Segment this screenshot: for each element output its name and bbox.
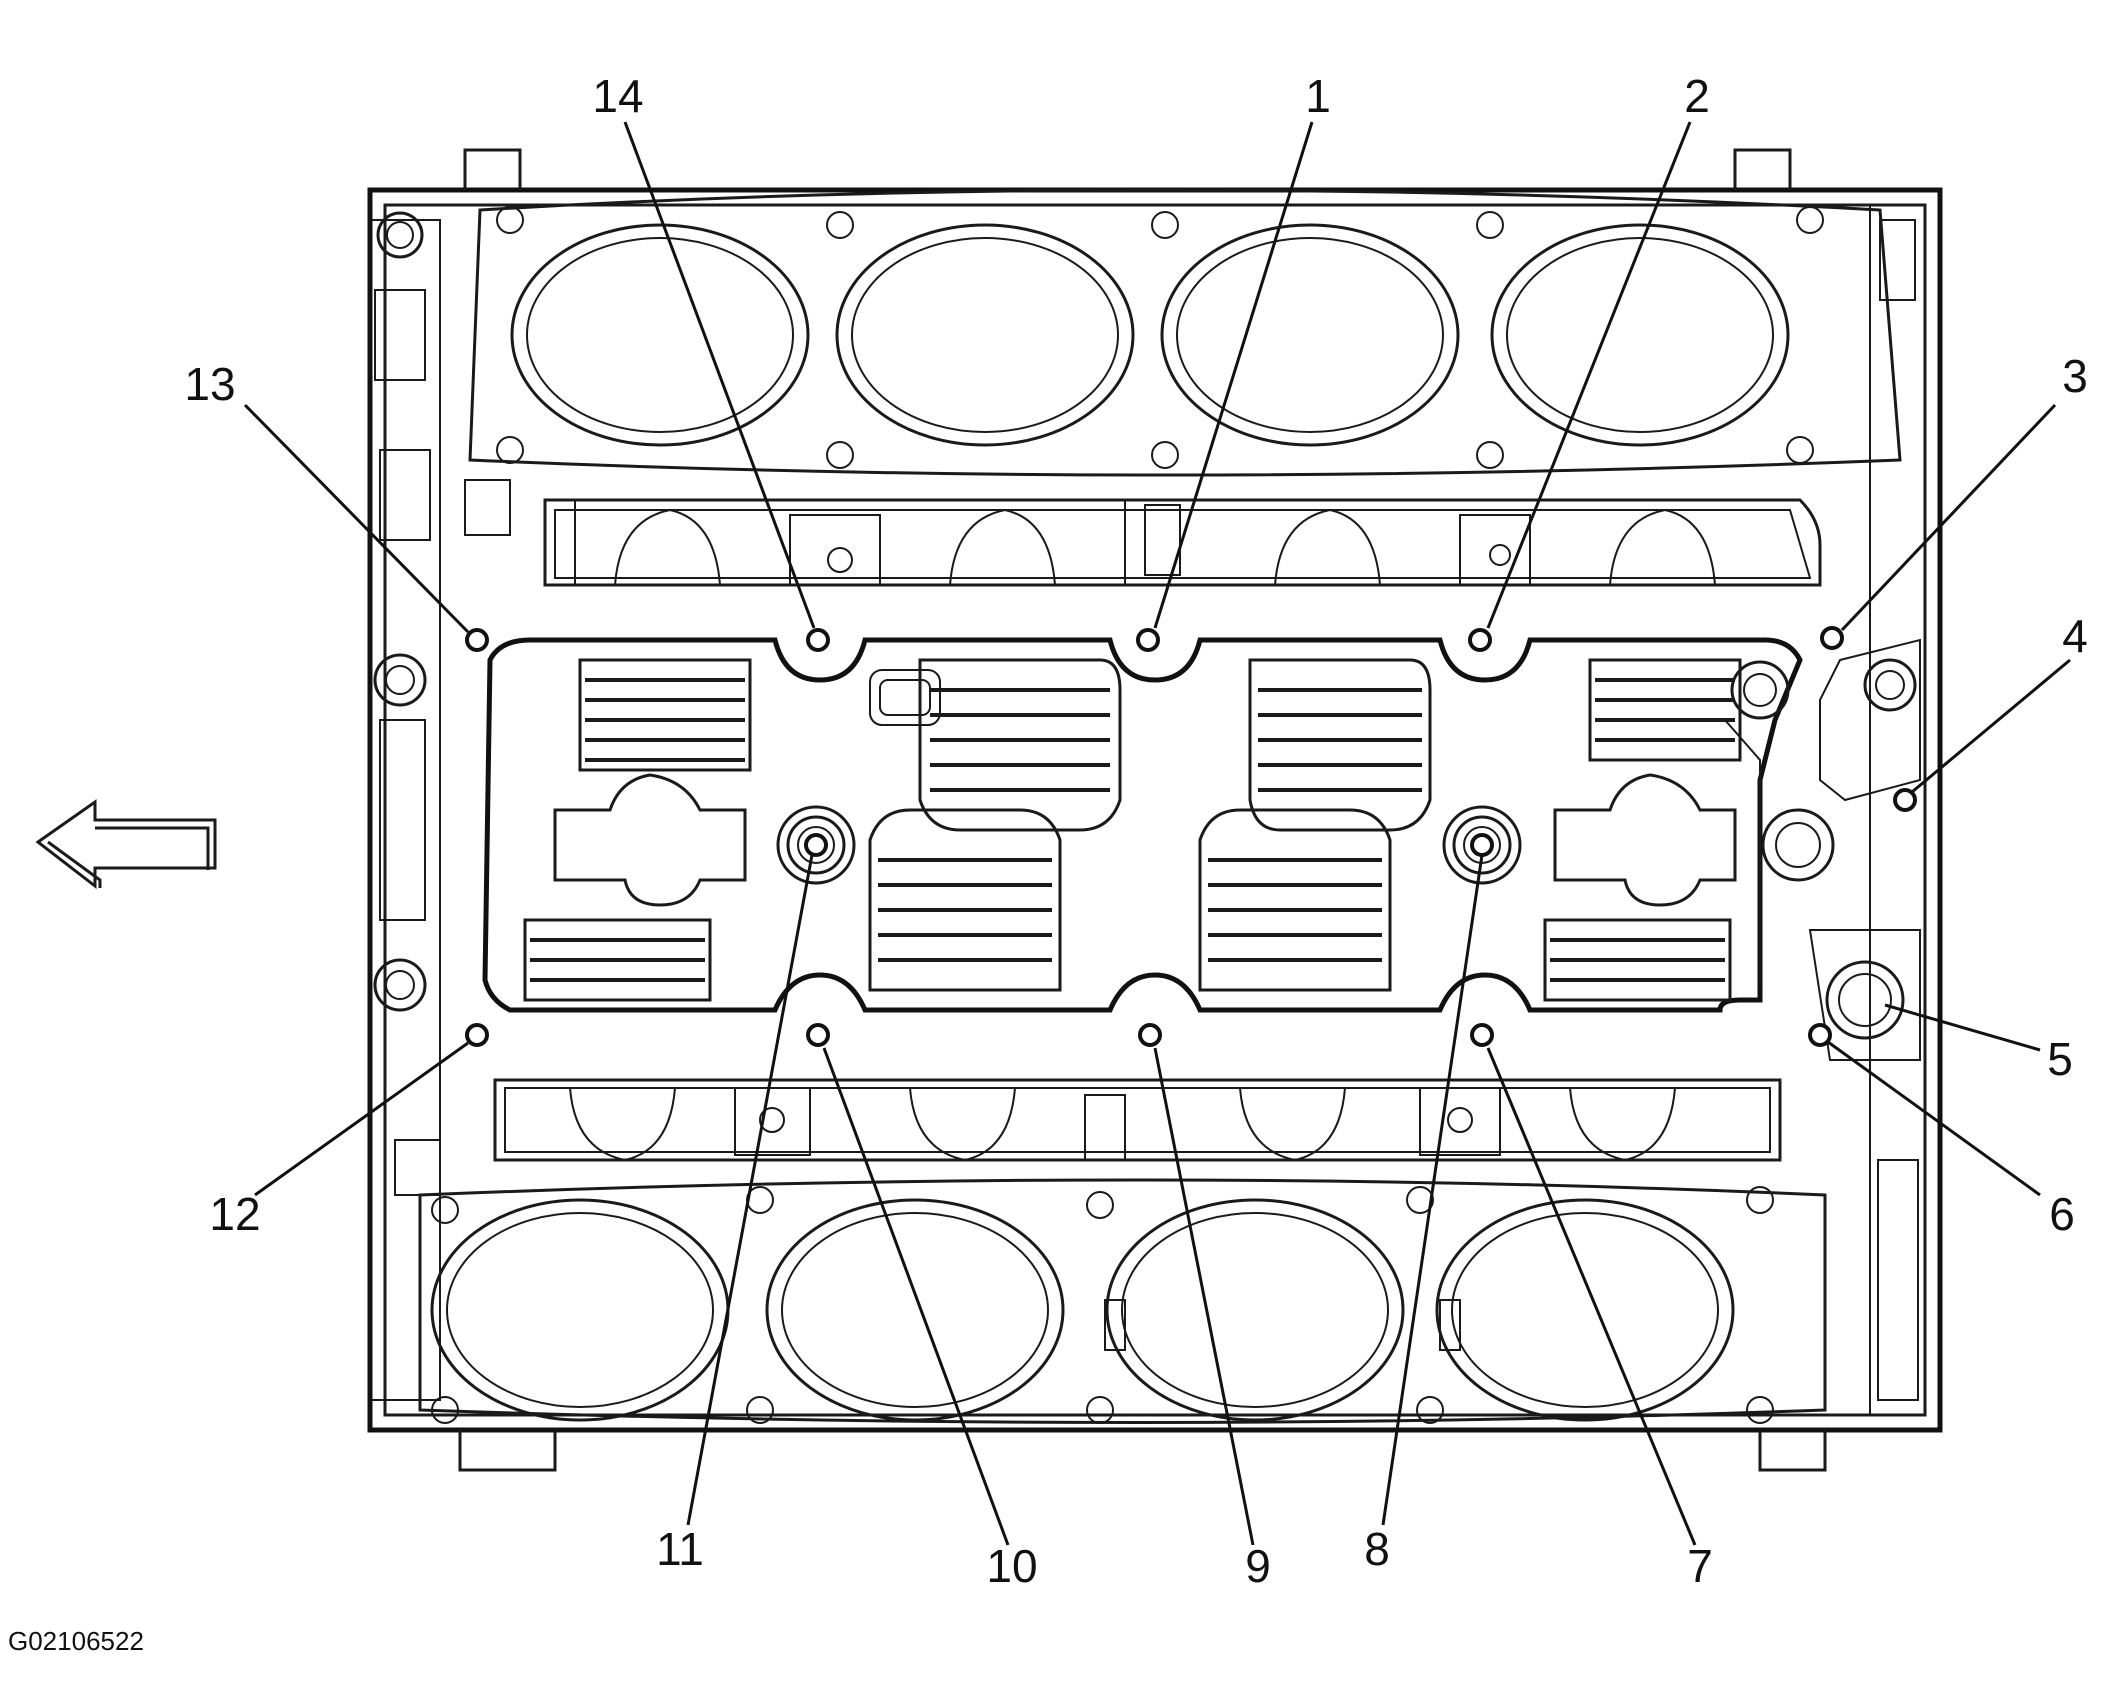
- callout-14: 14: [592, 70, 643, 122]
- bolt-holes: [465, 626, 1917, 1047]
- lower-lifter-gallery: [493, 1078, 1782, 1162]
- callout-13: 13: [184, 358, 235, 410]
- callout-11: 11: [656, 1523, 704, 1575]
- center-valley: [482, 637, 1803, 1013]
- callout-12: 12: [209, 1188, 260, 1240]
- callout-7: 7: [1687, 1540, 1713, 1592]
- bolt-hole-14: [806, 628, 830, 652]
- bolt-hole-13: [465, 628, 489, 652]
- figure-id: G02106522: [8, 1626, 144, 1656]
- callout-2: 2: [1684, 70, 1710, 122]
- bolt-hole-1: [1136, 628, 1160, 652]
- bolt-hole-2: [1468, 628, 1492, 652]
- arrow-left-icon: [35, 799, 217, 890]
- callout-8: 8: [1364, 1523, 1390, 1575]
- upper-lifter-gallery: [543, 498, 1822, 587]
- bolt-hole-9: [1138, 1023, 1162, 1047]
- leader-lines: [243, 121, 2071, 1546]
- callout-labels: 1 2 3 4 5 6 7 8 9 10 11 12 13 14: [184, 70, 2087, 1592]
- bolt-hole-8: [1442, 805, 1522, 885]
- engine-block: [367, 148, 1943, 1472]
- bolt-hole-7: [1470, 1023, 1494, 1047]
- lower-cylinder-bank: [418, 1178, 1827, 1424]
- bolt-hole-6: [1808, 1023, 1832, 1047]
- bolt-hole-10: [806, 1023, 830, 1047]
- callout-5: 5: [2047, 1033, 2073, 1085]
- valley-hatching-top: [578, 658, 1742, 832]
- bolt-hole-4: [1893, 788, 1917, 812]
- callout-10: 10: [986, 1540, 1037, 1592]
- callout-9: 9: [1245, 1540, 1271, 1592]
- bolt-hole-11: [776, 805, 856, 885]
- callout-4: 4: [2062, 610, 2088, 662]
- callout-3: 3: [2062, 350, 2088, 402]
- bolt-hole-12: [465, 1023, 489, 1047]
- valley-hatching-bottom: [523, 808, 1732, 1002]
- callout-6: 6: [2049, 1188, 2075, 1240]
- bolt-hole-3: [1820, 626, 1844, 650]
- upper-cylinder-bank: [468, 188, 1902, 477]
- callout-1: 1: [1305, 70, 1331, 122]
